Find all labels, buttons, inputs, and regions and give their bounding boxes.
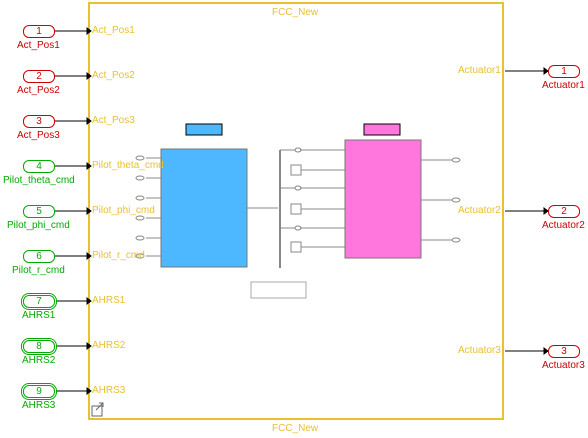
inner-inport-8-label: AHRS2 [92, 340, 126, 351]
inport-4[interactable]: 4 [23, 160, 55, 173]
subsystem-title-top: FCC_New [272, 7, 319, 18]
inport-8-label: AHRS2 [22, 355, 56, 366]
inport-9[interactable]: 9 [23, 385, 55, 398]
inner-inport-1-label: Act_Pos1 [92, 25, 135, 36]
outport-2-label: Actuator2 [542, 220, 585, 231]
outport-3[interactable]: 3 [548, 345, 580, 358]
inner-inport-6-label: Pilot_r_cmd [92, 250, 145, 261]
inner-inport-4-label: Pilot_theta_cmd [92, 160, 164, 171]
blue-block-inports [135, 155, 161, 259]
output-wires [505, 67, 549, 355]
blue-block[interactable] [160, 148, 248, 268]
inport-8[interactable]: 8 [23, 340, 55, 353]
inner-inport-2-label: Act_Pos2 [92, 70, 135, 81]
magenta-block[interactable] [344, 139, 422, 259]
inport-2[interactable]: 2 [23, 70, 55, 83]
magenta-block-label[interactable] [363, 123, 401, 136]
magenta-block-outports [421, 157, 461, 243]
inport-9-label: AHRS3 [22, 400, 56, 411]
subsystem-title-bottom: FCC_New [272, 423, 319, 434]
link-icon [91, 402, 104, 417]
outport-1[interactable]: 1 [548, 65, 580, 78]
inport-1[interactable]: 1 [23, 25, 55, 38]
inport-5[interactable]: 5 [23, 205, 55, 218]
inner-outport-1-label: Actuator1 [458, 65, 501, 76]
input-wires [54, 27, 92, 395]
inner-inport-9-label: AHRS3 [92, 385, 126, 396]
inport-3[interactable]: 3 [23, 115, 55, 128]
inner-inport-5-label: Pilot_phi_cmd [92, 205, 155, 216]
inport-5-label: Pilot_phi_cmd [7, 220, 70, 231]
middle-signal-blocks [280, 147, 345, 253]
inport-1-label: Act_Pos1 [17, 40, 60, 51]
empty-block[interactable] [250, 281, 307, 299]
inner-inport-7-label: AHRS1 [92, 295, 126, 306]
inport-7[interactable]: 7 [23, 295, 55, 308]
inport-3-label: Act_Pos3 [17, 130, 60, 141]
inner-outport-3-label: Actuator3 [458, 345, 501, 356]
outport-3-label: Actuator3 [542, 360, 585, 371]
inner-inport-3-label: Act_Pos3 [92, 115, 135, 126]
inport-4-label: Pilot_theta_cmd [3, 175, 75, 186]
outport-1-label: Actuator1 [542, 80, 585, 91]
inport-6[interactable]: 6 [23, 250, 55, 263]
inport-2-label: Act_Pos2 [17, 85, 60, 96]
inport-6-label: Pilot_r_cmd [12, 265, 65, 276]
inport-7-label: AHRS1 [22, 310, 56, 321]
inner-outport-2-label: Actuator2 [458, 205, 501, 216]
blue-block-label[interactable] [185, 123, 223, 136]
outport-2[interactable]: 2 [548, 205, 580, 218]
